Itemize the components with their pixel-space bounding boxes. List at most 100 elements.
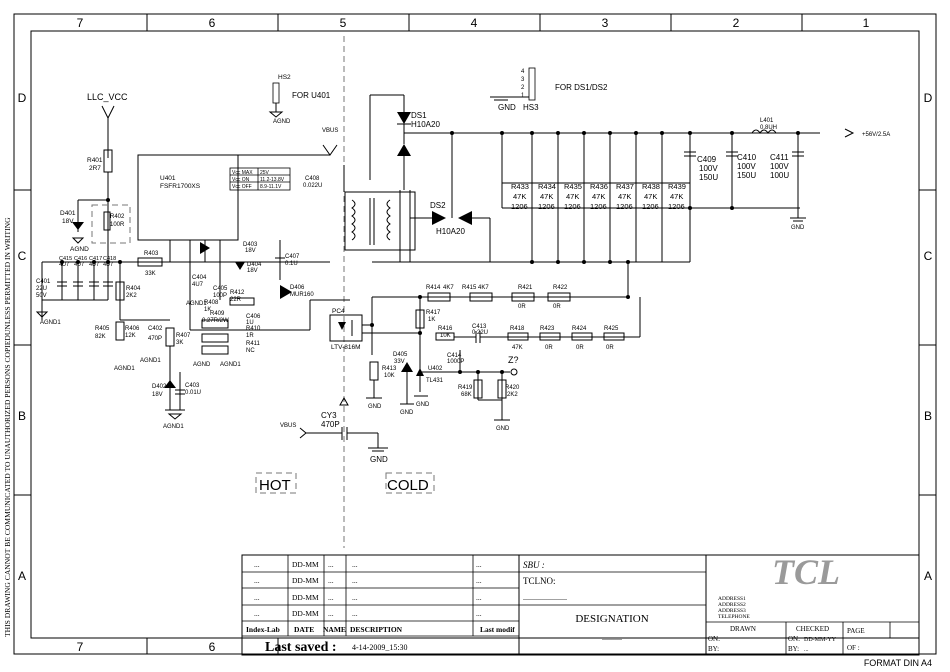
row-label: C <box>18 249 27 263</box>
vbus-label: VBUS <box>280 423 296 429</box>
c417-ref: C417 <box>89 256 102 262</box>
sbu-label: SBU : <box>523 560 545 570</box>
r424-value: 0R <box>576 345 584 351</box>
resistor-r410 <box>201 333 229 343</box>
u402-part: TL431 <box>426 378 444 384</box>
gnd-label: GND <box>496 426 510 432</box>
u401-part: FSFR1700XS <box>160 183 201 190</box>
designation-dots: .......... <box>602 633 622 642</box>
c414-ref: C414 <box>447 353 462 359</box>
tb-cell: ... <box>352 560 358 569</box>
r416-value: 10K <box>440 333 451 339</box>
checked-by-label: BY: <box>788 645 799 653</box>
resistor-r402 <box>103 211 111 231</box>
bank-package: 1206 <box>538 202 555 211</box>
tb-cell: DD-MM <box>292 576 319 585</box>
c409-v1: 100V <box>699 164 718 173</box>
r418-value: 47K <box>512 345 523 351</box>
zener-d404-icon <box>235 262 245 270</box>
ic-u401 <box>137 154 239 241</box>
tb-header: DESCRIPTION <box>350 625 403 634</box>
vcc-table-cell: Vcc OFF <box>232 184 252 190</box>
llc-vcc-label: LLC_VCC <box>87 92 128 102</box>
r412-ref: R412 <box>230 290 245 296</box>
c402-ref: C402 <box>148 326 163 332</box>
d401-ref: D401 <box>60 210 76 217</box>
c415-ref: C415 <box>59 256 72 262</box>
r413-ref: R413 <box>382 366 397 372</box>
checked-on-label: ON: <box>788 635 800 643</box>
r410-value: 1R <box>246 333 254 339</box>
r409-value: 0.27R/2W <box>202 318 229 324</box>
d404-value: 18V <box>247 268 258 274</box>
d402-value: 18V <box>152 392 163 398</box>
vbus-arrow-icon <box>322 144 338 156</box>
tb-cell: ... <box>328 609 334 618</box>
resistor-r425 <box>603 332 625 341</box>
vcc-table-cell: 8.9-11.1V <box>260 184 282 190</box>
resistor-r413 <box>369 361 379 381</box>
r407-value: 3K <box>176 340 183 346</box>
resistor-r407 <box>165 327 175 347</box>
drawn-on: ON: <box>708 635 720 643</box>
r401-value: 2R7 <box>89 165 101 172</box>
r406-ref: R406 <box>125 326 140 332</box>
r417-ref: R417 <box>426 310 441 316</box>
address-line: ADDRESS3 <box>718 608 746 614</box>
cold-label: COLD <box>387 477 429 494</box>
cy3-ref: CY3 <box>321 411 337 420</box>
resistor-r419 <box>473 379 483 399</box>
row-labels: D C B A D C B A <box>18 91 933 583</box>
agnd1-label: AGND1 <box>40 320 61 326</box>
vcc-table-cell: Vcc ON <box>232 177 250 183</box>
c411-v1: 100V <box>770 162 789 171</box>
resistor-r412 <box>229 297 255 306</box>
resistor-r411 <box>201 345 229 355</box>
diode-ds1b-icon <box>397 144 411 156</box>
svg-text:1: 1 <box>521 93 525 99</box>
resistor-r421 <box>511 292 535 302</box>
tb-cell: ... <box>328 593 334 602</box>
r406-value: 12K <box>125 333 136 339</box>
c413-ref: C413 <box>472 324 487 330</box>
diode-d406-icon <box>280 285 292 299</box>
ground-icon <box>167 413 183 420</box>
tcl-logo: TCL <box>772 552 840 592</box>
tb-header: NAME <box>323 625 346 634</box>
pc4-part: LTV-816M <box>331 344 361 351</box>
ds2-part: H10A20 <box>436 227 465 236</box>
r411-value: NC <box>246 348 255 354</box>
svg-text:2: 2 <box>521 85 525 91</box>
page-of-label: OF : <box>847 644 860 652</box>
hs3-label: HS3 <box>523 103 539 112</box>
r420-ref: R420 <box>505 385 520 391</box>
agnd1-label: AGND1 <box>186 301 207 307</box>
output-arrow-icon <box>844 128 855 138</box>
gnd-label: GND <box>416 402 430 408</box>
tb-header: DATE <box>294 625 314 634</box>
c410-v1: 100V <box>737 162 756 171</box>
transformer-t <box>344 190 416 262</box>
r407-ref: R407 <box>176 333 191 339</box>
r403-value: 33K <box>145 271 156 277</box>
r415-value: 4K7 <box>478 285 489 291</box>
r403-ref: R403 <box>144 251 159 257</box>
c401-value: 22U <box>36 286 47 292</box>
row-label: D <box>924 91 933 105</box>
ds1-ref: DS1 <box>411 111 427 120</box>
side-note: THIS DRAWING CANNOT BE COMMUNICATED TO U… <box>3 217 12 637</box>
tb-cell: ... <box>352 576 358 585</box>
bank-ref: R436 <box>590 182 608 191</box>
bank-package: 1206 <box>616 202 633 211</box>
row-label: B <box>924 409 932 423</box>
hot-zone-box <box>255 472 297 494</box>
resistor-r418 <box>507 332 529 341</box>
column-label: 3 <box>602 16 609 30</box>
junctions <box>60 131 800 374</box>
title-block: ... DD-MM ... ... ... ... DD-MM ... ... … <box>241 552 920 656</box>
r423-value: 0R <box>545 345 553 351</box>
d403-ref: D403 <box>243 242 258 248</box>
r405-value: 82K <box>95 334 106 340</box>
gnd-label: GND <box>791 225 805 231</box>
